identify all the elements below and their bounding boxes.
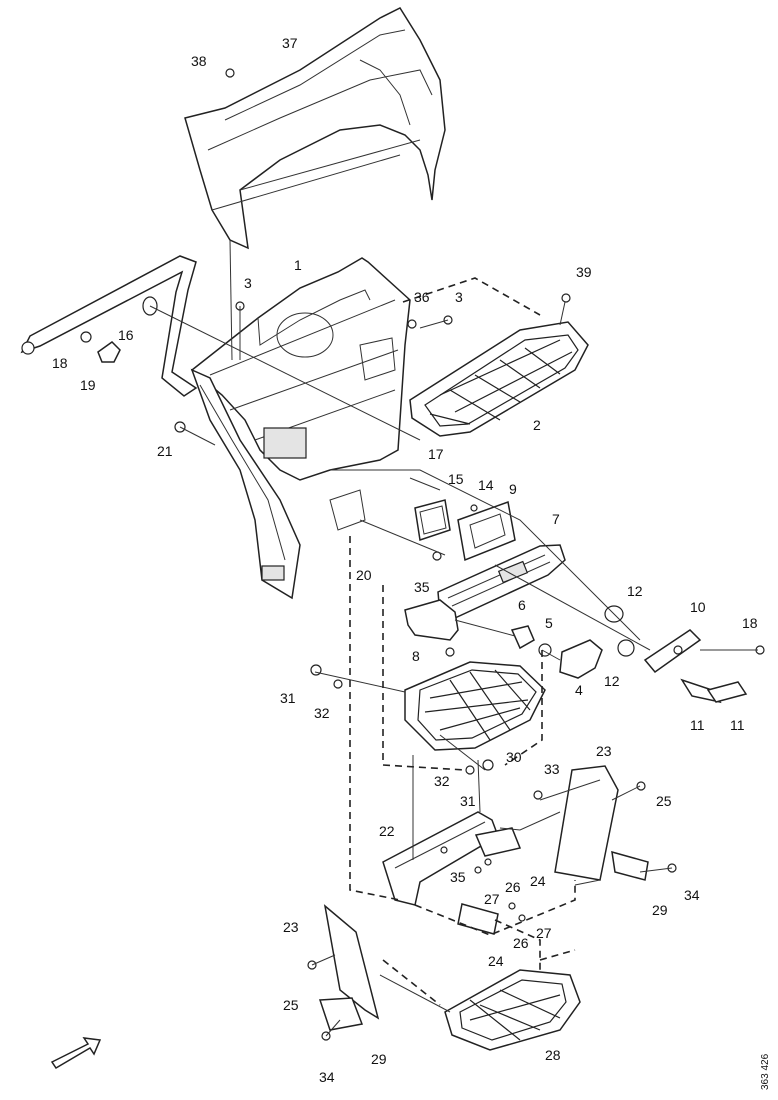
part-label-1: 1 (294, 257, 302, 273)
part-label-18b: 18 (742, 615, 758, 631)
dashed-assembly-lines (349, 277, 576, 1006)
part-label-31b: 31 (460, 793, 476, 809)
upper-step-tread-2 (409, 321, 589, 437)
part-label-29b: 29 (371, 1051, 387, 1067)
part-label-30: 30 (506, 749, 522, 765)
part-label-35b: 35 (450, 869, 466, 885)
part-label-26a: 26 (505, 879, 521, 895)
mud-flap-23-right (554, 765, 619, 881)
lamp-cover-4 (559, 639, 603, 679)
part-label-22: 22 (379, 823, 395, 839)
part-label-25a: 25 (656, 793, 672, 809)
part-label-11a: 11 (690, 717, 705, 733)
part-label-8: 8 (412, 648, 420, 664)
part-label-21: 21 (157, 443, 173, 459)
part-label-5: 5 (545, 615, 553, 631)
part-label-31a: 31 (280, 690, 296, 706)
part-label-34a: 34 (684, 887, 700, 903)
direction-arrow-icon (50, 1037, 102, 1070)
part-label-2: 2 (533, 417, 541, 433)
part-label-32a: 32 (314, 705, 330, 721)
part-label-7: 7 (552, 511, 560, 527)
part-label-15: 15 (448, 471, 464, 487)
part-label-12a: 12 (627, 583, 643, 599)
part-label-34b: 34 (319, 1069, 335, 1085)
part-label-19: 19 (80, 377, 96, 393)
support-bar-7 (437, 544, 566, 619)
part-label-39: 39 (576, 264, 592, 280)
part-label-16: 16 (118, 327, 134, 343)
part-label-25b: 25 (283, 997, 299, 1013)
part-label-10: 10 (690, 599, 706, 615)
part-label-35a: 35 (414, 579, 430, 595)
part-label-33: 33 (544, 761, 560, 777)
part-label-26b: 26 (513, 935, 529, 951)
clamp-29 (318, 850, 649, 1031)
part-label-29a: 29 (652, 902, 668, 918)
part-label-11b: 11 (730, 717, 745, 733)
leader-lines (149, 239, 758, 1037)
part-label-23b: 23 (283, 919, 299, 935)
switch-plate-10 (604, 605, 765, 704)
part-label-23a: 23 (596, 743, 612, 759)
part-label-20: 20 (356, 567, 372, 583)
middle-step-tread-30 (404, 661, 546, 751)
part-label-32b: 32 (434, 773, 450, 789)
upper-trim-panel-37 (184, 7, 446, 250)
lamp-housing (404, 599, 459, 641)
part-label-4: 4 (575, 682, 583, 698)
part-label-3b: 3 (455, 289, 463, 305)
part-label-24a: 24 (530, 873, 546, 889)
part-label-9: 9 (509, 481, 517, 497)
step-housing-1 (190, 257, 411, 600)
part-label-12b: 12 (604, 673, 620, 689)
part-label-3a: 3 (244, 275, 252, 291)
part-label-17: 17 (428, 446, 444, 462)
part-label-18a: 18 (52, 355, 68, 371)
part-label-38: 38 (191, 53, 207, 69)
mud-flap-23-left (323, 904, 380, 1020)
lower-bracket-22 (382, 811, 499, 906)
part-label-24b: 24 (488, 953, 504, 969)
part-label-28: 28 (545, 1047, 561, 1063)
handrail-16 (20, 255, 198, 397)
fasteners (174, 68, 677, 1041)
part-label-6: 6 (518, 597, 526, 613)
part-label-27a: 27 (484, 891, 500, 907)
drawing-reference-code: 363 426 (760, 1053, 771, 1090)
part-label-37: 37 (282, 35, 298, 51)
part-label-14: 14 (478, 477, 494, 493)
part-label-27b: 27 (536, 925, 552, 941)
lower-step-tread-28 (444, 969, 581, 1051)
bracket-24 (457, 827, 522, 935)
part-label-36: 36 (414, 289, 430, 305)
bracket-9 (457, 500, 516, 562)
bracket-15 (414, 499, 451, 541)
